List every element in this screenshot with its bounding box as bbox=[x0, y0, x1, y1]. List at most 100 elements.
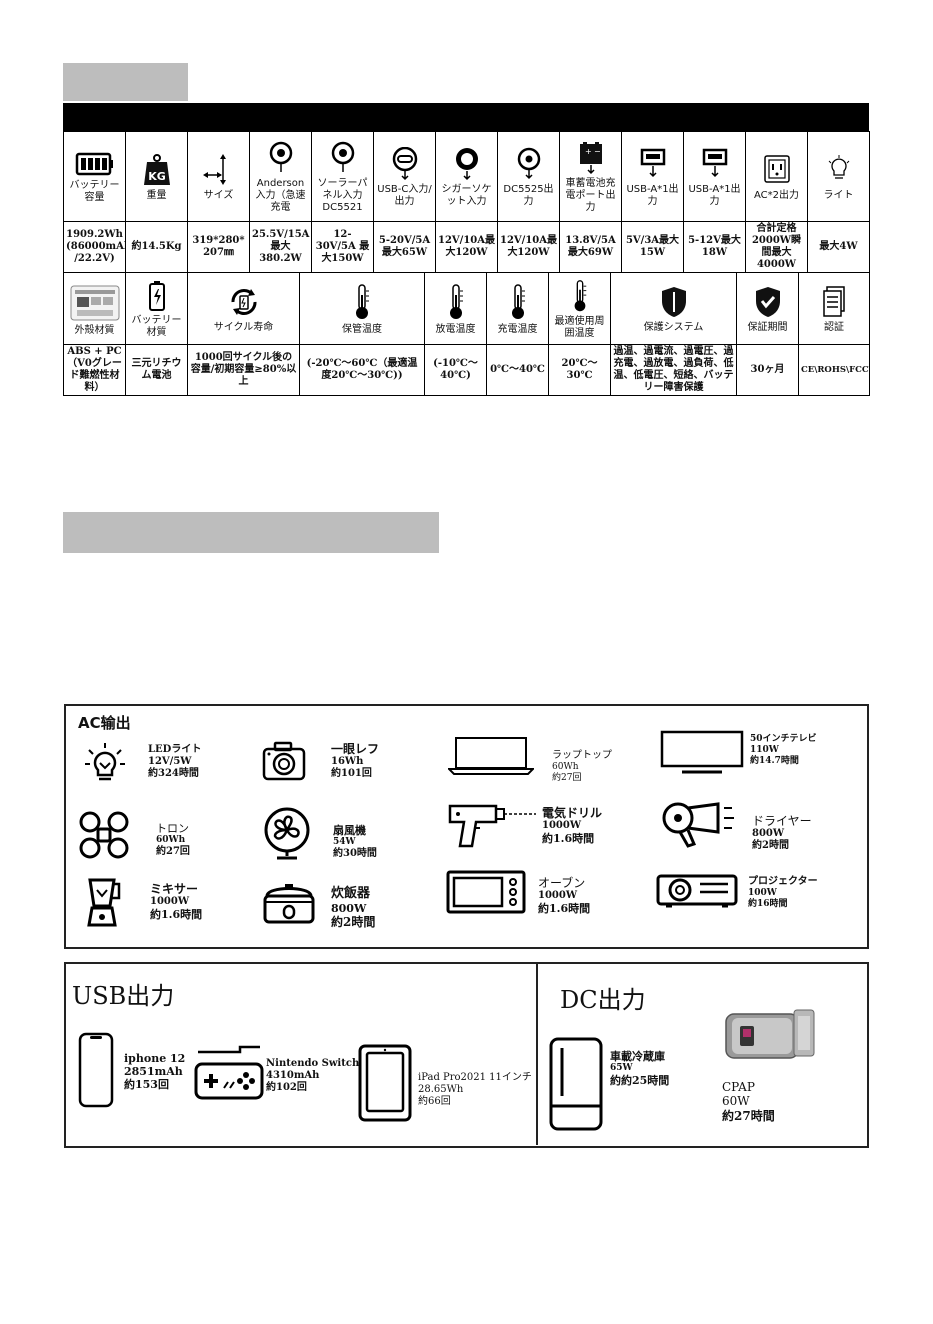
spec-header-protection: 保護システム bbox=[610, 272, 737, 345]
thermometer-icon bbox=[356, 284, 369, 319]
projector-icon bbox=[656, 874, 738, 908]
usb-c-port-icon bbox=[392, 147, 417, 181]
spec-value-cycle-life: 1000回サイクル後の容量/初期容量≥80%以上 bbox=[187, 344, 300, 396]
usb-a-port-icon bbox=[640, 148, 665, 178]
cycle-battery-icon bbox=[231, 289, 256, 315]
svg-text:−: − bbox=[594, 147, 601, 156]
spec-table-main: バッテリー容量 KG 重量 サイズ Anderson入力（急速充電 ソーラーパネ… bbox=[63, 131, 870, 273]
spec-value-anderson: 25.5V/15A 最大380.2W bbox=[249, 221, 312, 273]
spec-value-protection: 過温、過電流、過電圧、過充電、過放電、過負荷、低温、低電圧、短絡、バッテリー障害… bbox=[610, 344, 737, 396]
spec-value-size: 319*280* 207㎜ bbox=[187, 221, 250, 273]
battery-charging-icon bbox=[148, 281, 165, 311]
bulb-icon bbox=[85, 743, 125, 781]
rice-cooker-icon bbox=[263, 884, 315, 924]
spec-header-usb-c: USB-C入力/出力 bbox=[373, 131, 436, 222]
dimensions-icon bbox=[202, 154, 226, 185]
shield-icon bbox=[661, 287, 686, 317]
cigarette-socket-icon bbox=[455, 148, 478, 181]
drone-icon bbox=[79, 811, 129, 859]
spec-value-battery-material: 三元リチウム電池 bbox=[125, 344, 188, 396]
spec-header-ac: AC*2出力 bbox=[745, 131, 808, 222]
tablet-icon bbox=[358, 1044, 412, 1122]
spec-value-discharge-temp: (-10℃～40℃) bbox=[424, 344, 487, 396]
spec-header-certification: 認証 bbox=[798, 272, 870, 345]
spec-value-usb-a-1: 5V/3A最大15W bbox=[621, 221, 684, 273]
laptop-icon bbox=[448, 737, 534, 775]
dc-output-title: DC出力 bbox=[560, 986, 646, 1014]
spec-header-usb-a-1: USB-A*1出力 bbox=[621, 131, 684, 222]
section-header-box-1 bbox=[63, 63, 188, 101]
port-in-icon bbox=[269, 141, 292, 172]
svg-text:KG: KG bbox=[148, 170, 166, 183]
battery-icon bbox=[75, 152, 113, 176]
spec-header-battery: バッテリー容量 bbox=[63, 131, 126, 222]
hairdryer-icon bbox=[662, 802, 734, 848]
fridge-icon bbox=[549, 1037, 603, 1131]
spec-header-storage-temp: 保管温度 bbox=[299, 272, 425, 345]
spec-value-storage-temp: (-20℃～60℃（最適温度20℃～30℃)) bbox=[299, 344, 425, 396]
shield-check-icon bbox=[755, 287, 780, 317]
spec-value-shell: ABS + PC（V0グレード難燃性材料） bbox=[63, 344, 126, 396]
ac-output-title: AC输出 bbox=[78, 714, 131, 732]
spec-header-optimal-temp: 最適使用周囲温度 bbox=[548, 272, 611, 345]
svg-text:+: + bbox=[585, 147, 592, 156]
drill-icon bbox=[448, 804, 536, 848]
spec-header-cigarette: シガーソケット入力 bbox=[435, 131, 498, 222]
spec-value-cigarette: 12V/10A最大120W bbox=[435, 221, 498, 273]
spec-header-weight: KG 重量 bbox=[125, 131, 188, 222]
usb-a-port-icon bbox=[702, 148, 727, 178]
spec-table-secondary: 外殻材質 バッテリー材質 サイクル寿命 保管温度 放電温度 充電温度 最適使用周… bbox=[63, 272, 870, 396]
thermometer-icon bbox=[449, 284, 463, 319]
spec-header-charge-temp: 充電温度 bbox=[486, 272, 549, 345]
panel-divider bbox=[536, 964, 538, 1145]
port-in-icon bbox=[331, 141, 354, 172]
power-station-icon bbox=[70, 285, 119, 321]
phone-icon bbox=[78, 1032, 114, 1108]
car-battery-icon: +− bbox=[579, 142, 602, 175]
spec-value-car-battery: 13.8V/5A最大69W bbox=[559, 221, 622, 273]
ac-outlet-icon bbox=[763, 155, 790, 183]
usb-output-title: USB出力 bbox=[72, 982, 175, 1010]
spec-header-anderson: Anderson入力（急速充電 bbox=[249, 131, 312, 222]
spec-header-car-battery: +− 車蓄電池充電ポート出力 bbox=[559, 131, 622, 222]
blender-icon bbox=[87, 878, 121, 927]
kg-weight-icon: KG bbox=[143, 154, 170, 185]
spec-value-solar: 12-30V/5A 最大150W bbox=[311, 221, 374, 273]
spec-value-charge-temp: 0℃～40℃ bbox=[486, 344, 549, 396]
tv-icon bbox=[660, 730, 744, 774]
spec-value-certification: CE\ROHS\FCC\PSE\UL\UN38.3\MSDS bbox=[798, 344, 870, 396]
spec-table-header-bar bbox=[63, 103, 869, 132]
thermometer-icon bbox=[574, 280, 586, 312]
light-bulb-icon bbox=[828, 155, 849, 179]
oven-icon bbox=[446, 870, 526, 914]
section-header-box-2 bbox=[63, 512, 439, 553]
spec-value-light: 最大4W bbox=[807, 221, 870, 273]
spec-header-battery-material: バッテリー材質 bbox=[125, 272, 188, 345]
spec-header-discharge-temp: 放電温度 bbox=[424, 272, 487, 345]
spec-header-size: サイズ bbox=[187, 131, 250, 222]
document-icon bbox=[823, 286, 845, 317]
spec-value-weight: 約14.5Kg bbox=[125, 221, 188, 273]
game-controller-icon bbox=[194, 1045, 264, 1100]
spec-header-usb-a-2: USB-A*1出力 bbox=[683, 131, 746, 222]
spec-value-warranty: 30ヶ月 bbox=[736, 344, 799, 396]
thermometer-icon bbox=[511, 284, 525, 319]
spec-header-light: ライト bbox=[807, 131, 870, 222]
